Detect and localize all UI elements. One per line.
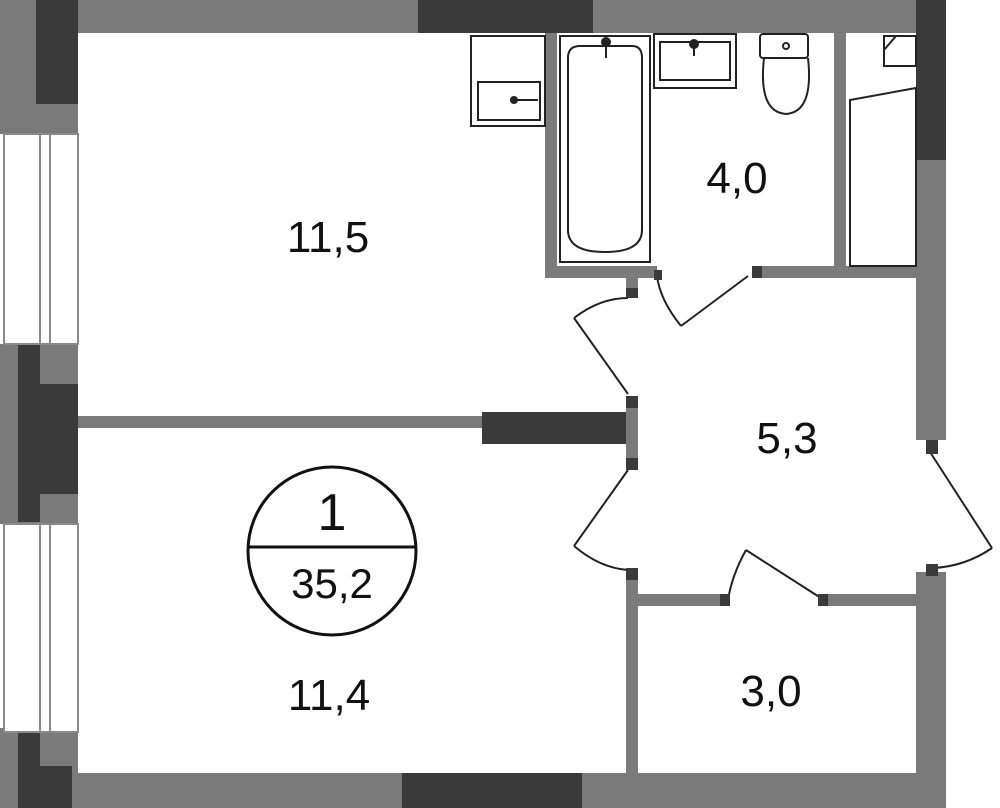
washing-machine-icon bbox=[470, 35, 546, 127]
bearing-wall-bottom-left bbox=[18, 732, 40, 808]
door-living-room[interactable] bbox=[573, 288, 638, 408]
bearing-wall-left-side bbox=[18, 344, 40, 522]
wall-niche-left bbox=[834, 33, 846, 277]
toilet-icon bbox=[759, 33, 810, 116]
bearing-wall-bottom-left-2 bbox=[36, 766, 72, 808]
bearing-wall-bottom-center bbox=[402, 773, 582, 808]
right-wall-lower bbox=[916, 572, 946, 808]
door-bedroom[interactable] bbox=[573, 458, 638, 580]
room-area-hallway: 5,3 bbox=[756, 414, 817, 463]
rooms-count: 1 bbox=[318, 484, 347, 542]
room-area-storage: 3,0 bbox=[740, 667, 801, 716]
wall-bath-bottom bbox=[545, 266, 657, 278]
wall-storage-left bbox=[626, 570, 638, 773]
doors bbox=[573, 266, 993, 606]
room-area-bathroom: 4,0 bbox=[706, 154, 767, 203]
wall-storage-top-left bbox=[638, 594, 722, 606]
room-area-living-room: 11,5 bbox=[287, 213, 369, 262]
wall-rooms-divider bbox=[78, 416, 482, 428]
apartment-badge: 1 35,2 bbox=[246, 465, 418, 637]
bearing-wall-top-center bbox=[418, 0, 593, 33]
wall-bath-left bbox=[545, 33, 557, 277]
bearing-wall-top-left bbox=[36, 0, 78, 104]
windows bbox=[3, 133, 79, 733]
bearing-wall-top-right bbox=[916, 0, 946, 160]
total-area: 35,2 bbox=[291, 560, 373, 607]
shower-icon bbox=[849, 35, 917, 267]
sink-icon bbox=[653, 33, 737, 89]
bearing-wall-left-middle bbox=[36, 384, 78, 494]
room-area-bedroom: 11,4 bbox=[288, 671, 370, 720]
bathtub-icon bbox=[559, 35, 651, 263]
bearing-column-center bbox=[482, 412, 638, 444]
interior-walls bbox=[78, 33, 916, 773]
outer-walls bbox=[0, 0, 946, 808]
room-labels: 11,5 11,4 4,0 5,3 3,0 bbox=[287, 154, 818, 720]
fixtures bbox=[470, 33, 917, 267]
door-bathroom[interactable] bbox=[654, 266, 762, 327]
wall-hall-left-mid bbox=[626, 396, 638, 466]
door-entrance[interactable] bbox=[926, 440, 993, 576]
bearing-walls bbox=[18, 0, 946, 808]
wall-storage-top-right bbox=[826, 594, 916, 606]
door-storage[interactable] bbox=[720, 549, 828, 606]
